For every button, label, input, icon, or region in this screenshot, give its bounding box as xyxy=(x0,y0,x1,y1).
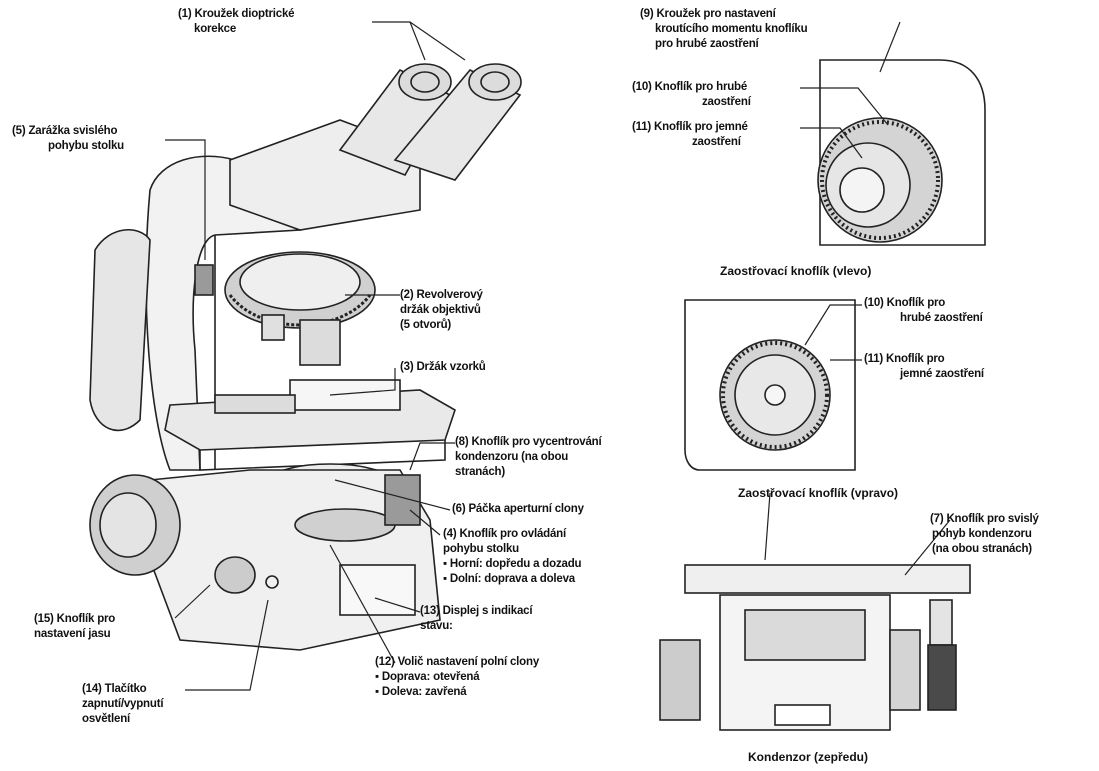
label-coarse-focus-left: (10) Knoflík pro hrubé zaostření xyxy=(632,80,751,110)
label-aperture-lever: (6) Páčka aperturní clony xyxy=(452,502,584,517)
label-line: kroutícího momentu knoflíku xyxy=(655,23,808,35)
label-nosepiece: (2) Revolverový držák objektivů (5 otvor… xyxy=(400,288,483,333)
label-line: jemné zaostření xyxy=(900,368,984,380)
label-line: (12) Volič nastavení polní clony xyxy=(375,656,540,668)
label-fine-focus-left: (11) Knoflík pro jemné zaostření xyxy=(632,120,748,150)
label-bullet: ▪ Dolní: doprava a doleva xyxy=(443,573,575,585)
label-status-display: (13) Displej s indikací stavu: xyxy=(420,604,533,634)
label-line: (7) Knoflík pro svislý xyxy=(930,513,1039,525)
microscope-illustration xyxy=(89,63,522,651)
label-bullet: ▪ Horní: dopředu a dozadu xyxy=(443,558,582,570)
label-line: stavu: xyxy=(420,620,453,632)
label-line: (6) Páčka aperturní clony xyxy=(452,503,584,515)
label-line: pohybu stolku xyxy=(443,543,519,555)
label-line: pro hrubé zaostření xyxy=(655,38,759,50)
label-line: držák objektivů xyxy=(400,304,481,316)
label-stage-control: (4) Knoflík pro ovládání pohybu stolku ▪… xyxy=(443,527,582,587)
label-line: stranách) xyxy=(455,466,505,478)
label-line: (10) Knoflík pro xyxy=(864,297,946,309)
caption-condenser: Kondenzor (zepředu) xyxy=(748,750,868,764)
label-line: (4) Knoflík pro ovládání xyxy=(443,528,566,540)
label-line: pohyb kondenzoru xyxy=(932,528,1032,540)
label-line: (13) Displej s indikací xyxy=(420,605,533,617)
label-power-button: (14) Tlačítko zapnutí/vypnutí osvětlení xyxy=(82,682,164,727)
inset-left-focus xyxy=(817,59,986,246)
label-brightness-knob: (15) Knoflík pro nastavení jasu xyxy=(34,612,115,642)
label-line: zapnutí/vypnutí xyxy=(82,698,164,710)
label-line: pohybu stolku xyxy=(48,140,124,152)
label-diopter-ring: (1) Kroužek dioptrické korekce xyxy=(178,7,295,37)
caption-left-focus: Zaostřovací knoflík (vlevo) xyxy=(720,264,872,278)
label-bullet: ▪ Doleva: zavřená xyxy=(375,686,467,698)
label-specimen-holder: (3) Držák vzorků xyxy=(400,360,486,375)
label-line: (8) Knoflík pro vycentrování xyxy=(455,436,602,448)
label-line: (14) Tlačítko xyxy=(82,683,147,695)
label-line: hrubé zaostření xyxy=(900,312,983,324)
label-line: osvětlení xyxy=(82,713,131,725)
inset-right-focus xyxy=(684,299,856,471)
label-line: (9) Kroužek pro nastavení xyxy=(640,8,776,20)
label-line: zaostření xyxy=(692,136,741,148)
label-line: (3) Držák vzorků xyxy=(400,361,486,373)
label-line: (11) Knoflík pro xyxy=(864,353,945,365)
caption-right-focus: Zaostřovací knoflík (vpravo) xyxy=(738,486,899,500)
label-coarse-focus-right: (10) Knoflík pro hrubé zaostření xyxy=(864,296,983,326)
label-condenser-vertical: (7) Knoflík pro svislý pohyb kondenzoru … xyxy=(930,512,1039,557)
label-line: zaostření xyxy=(702,96,751,108)
label-line: kondenzoru (na obou xyxy=(455,451,569,463)
label-line: (na obou stranách) xyxy=(932,543,1032,555)
leader-lines xyxy=(165,21,951,691)
label-line: (1) Kroužek dioptrické xyxy=(178,8,295,20)
label-line: korekce xyxy=(194,23,237,35)
label-line: (15) Knoflík pro xyxy=(34,613,116,625)
label-line: (5 otvorů) xyxy=(400,319,452,331)
inset-condenser-front xyxy=(659,564,971,731)
label-line: (11) Knoflík pro jemné xyxy=(632,121,748,133)
label-field-diaphragm: (12) Volič nastavení polní clony ▪ Dopra… xyxy=(375,655,539,700)
label-line: nastavení jasu xyxy=(34,628,111,640)
label-stage-stop: (5) Zarážka svislého pohybu stolku xyxy=(12,124,124,154)
label-line: (5) Zarážka svislého xyxy=(12,125,118,137)
label-fine-focus-right: (11) Knoflík pro jemné zaostření xyxy=(864,352,984,382)
label-line: (2) Revolverový xyxy=(400,289,483,301)
label-torque-ring: (9) Kroužek pro nastavení kroutícího mom… xyxy=(640,7,808,52)
label-bullet: ▪ Doprava: otevřená xyxy=(375,671,480,683)
label-line: (10) Knoflík pro hrubé xyxy=(632,81,748,93)
label-condenser-centering: (8) Knoflík pro vycentrování kondenzoru … xyxy=(455,435,602,480)
